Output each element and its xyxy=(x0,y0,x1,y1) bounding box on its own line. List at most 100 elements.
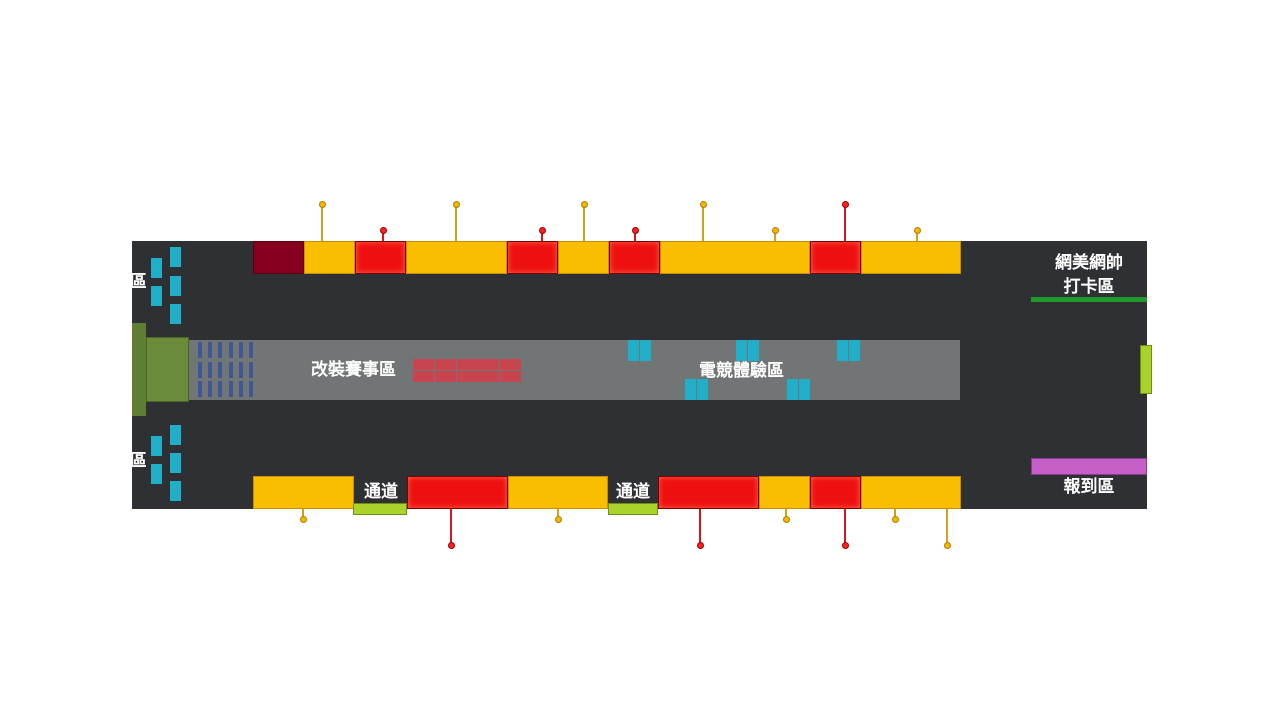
pin-marker[interactable] xyxy=(299,515,307,523)
pin-line xyxy=(894,509,896,519)
esports-station xyxy=(685,379,696,400)
audience-seat xyxy=(208,381,213,397)
modding-zone-label: 改裝賽事區 xyxy=(311,360,396,380)
passage-1-bar xyxy=(353,503,407,515)
esports-station xyxy=(628,340,639,361)
pin-line xyxy=(774,230,776,241)
booth-top-1[interactable] xyxy=(253,241,304,274)
audience-seat xyxy=(208,361,213,378)
booth-top-2[interactable] xyxy=(304,241,355,274)
pin-marker[interactable] xyxy=(554,515,562,523)
modding-table xyxy=(434,371,456,382)
booth-top-10[interactable] xyxy=(861,241,961,274)
modding-table xyxy=(478,359,500,370)
seat xyxy=(151,258,162,278)
seat xyxy=(151,436,162,456)
pin-marker[interactable] xyxy=(447,541,455,549)
esports-station xyxy=(849,340,860,361)
pin-line xyxy=(946,509,948,545)
audience-seat xyxy=(238,381,243,397)
passage-2-bar xyxy=(608,503,658,515)
modding-table xyxy=(500,371,522,382)
booth-bottom-4[interactable] xyxy=(658,476,759,509)
esports-station xyxy=(799,379,810,400)
modding-table xyxy=(456,359,478,370)
pin-marker[interactable] xyxy=(580,200,588,208)
pin-marker[interactable] xyxy=(318,200,326,208)
seat xyxy=(170,247,181,267)
audience-seat xyxy=(198,381,202,397)
pin-marker[interactable] xyxy=(771,226,779,234)
pin-line xyxy=(785,509,787,519)
audience-seat xyxy=(249,381,253,397)
pin-marker[interactable] xyxy=(538,226,546,234)
audience-seat xyxy=(198,361,202,378)
pin-line xyxy=(557,509,559,519)
audience-seat xyxy=(249,342,253,358)
pin-line xyxy=(541,230,543,241)
pin-line xyxy=(702,204,704,241)
modding-table xyxy=(413,371,434,382)
audience-seat xyxy=(238,361,243,378)
pin-marker[interactable] xyxy=(696,541,704,549)
pin-line xyxy=(583,204,585,241)
modding-table xyxy=(413,359,434,370)
booth-top-3[interactable] xyxy=(355,241,406,274)
seat xyxy=(170,276,181,296)
booth-bottom-6[interactable] xyxy=(810,476,861,509)
modding-table xyxy=(434,359,456,370)
esports-station xyxy=(736,340,747,361)
esports-station xyxy=(640,340,651,361)
booth-top-7[interactable] xyxy=(609,241,660,274)
checkin-zone-bar xyxy=(1031,458,1147,475)
photo-zone-label-line1: 網美網帥 xyxy=(1055,253,1123,273)
booth-top-9[interactable] xyxy=(810,241,861,274)
booth-top-5[interactable] xyxy=(507,241,558,274)
booth-top-4[interactable] xyxy=(406,241,507,274)
pin-marker[interactable] xyxy=(699,200,707,208)
esports-zone-label: 電競體驗區 xyxy=(699,361,784,381)
booth-bottom-2[interactable] xyxy=(407,476,508,509)
stage-back xyxy=(132,323,146,416)
pin-line xyxy=(699,509,701,545)
modding-table xyxy=(456,371,478,382)
booth-top-8[interactable] xyxy=(660,241,810,274)
pin-marker[interactable] xyxy=(891,515,899,523)
esports-station xyxy=(837,340,848,361)
stage xyxy=(146,337,189,402)
audience-seat xyxy=(238,342,243,358)
photo-zone-bar xyxy=(1031,297,1147,302)
left-zone-top-label: 區 xyxy=(130,272,146,292)
pin-line xyxy=(844,204,846,241)
pin-line xyxy=(916,230,918,241)
esports-station xyxy=(697,379,708,400)
pin-marker[interactable] xyxy=(452,200,460,208)
pin-line xyxy=(302,509,304,519)
audience-seat xyxy=(228,342,233,358)
pin-marker[interactable] xyxy=(379,226,387,234)
pin-marker[interactable] xyxy=(913,226,921,234)
booth-bottom-1[interactable] xyxy=(253,476,354,509)
pin-line xyxy=(450,509,452,545)
pin-marker[interactable] xyxy=(841,200,849,208)
esports-station xyxy=(787,379,798,400)
pin-marker[interactable] xyxy=(782,515,790,523)
seat xyxy=(170,481,181,501)
booth-bottom-5[interactable] xyxy=(759,476,810,509)
pin-marker[interactable] xyxy=(943,541,951,549)
audience-seat xyxy=(228,381,233,397)
entrance-marker xyxy=(1140,345,1152,394)
audience-seat xyxy=(218,381,223,397)
seat xyxy=(170,304,181,324)
pin-line xyxy=(321,204,323,241)
booth-top-6[interactable] xyxy=(558,241,609,274)
booth-bottom-7[interactable] xyxy=(861,476,961,509)
audience-seat xyxy=(249,361,253,378)
left-zone-bottom-label: 區 xyxy=(130,451,146,471)
booth-bottom-3[interactable] xyxy=(508,476,608,509)
pin-marker[interactable] xyxy=(631,226,639,234)
passage-1-label: 通道 xyxy=(364,482,398,502)
passage-2-label: 通道 xyxy=(616,482,650,502)
photo-zone-label-line2: 打卡區 xyxy=(1063,277,1115,297)
pin-marker[interactable] xyxy=(841,541,849,549)
